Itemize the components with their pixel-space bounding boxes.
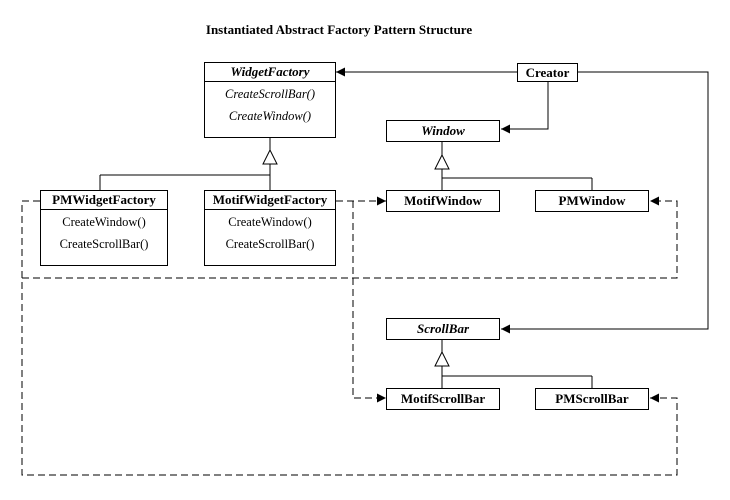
class-motifwidgetfactory[interactable]: MotifWidgetFactory CreateWindow() Create… bbox=[204, 190, 336, 266]
class-widgetfactory[interactable]: WidgetFactory CreateScrollBar() CreateWi… bbox=[204, 62, 336, 138]
diagram-title: Instantiated Abstract Factory Pattern St… bbox=[205, 22, 473, 37]
method-list: CreateWindow() CreateScrollBar() bbox=[41, 209, 167, 255]
class-name: MotifWindow bbox=[404, 193, 482, 208]
widgetfactory-inheritance bbox=[99, 138, 278, 190]
class-name: Creator bbox=[525, 65, 570, 80]
class-name: Window bbox=[421, 123, 465, 138]
class-window[interactable]: Window bbox=[386, 120, 500, 142]
method: CreateWindow() bbox=[228, 215, 312, 229]
scrollbar-inheritance bbox=[434, 340, 593, 388]
method: CreateScrollBar() bbox=[224, 87, 316, 101]
method: CreateScrollBar() bbox=[225, 237, 315, 251]
class-name: PMWidgetFactory bbox=[52, 192, 156, 207]
class-motifscrollbar[interactable]: MotifScrollBar bbox=[386, 388, 500, 410]
pm-creation-paths bbox=[21, 196, 678, 476]
class-name: WidgetFactory bbox=[230, 64, 310, 79]
class-pmwidgetfactory[interactable]: PMWidgetFactory CreateWindow() CreateScr… bbox=[40, 190, 168, 266]
method-list: CreateScrollBar() CreateWindow() bbox=[205, 81, 335, 127]
class-scrollbar[interactable]: ScrollBar bbox=[386, 318, 500, 340]
method: CreateScrollBar() bbox=[59, 237, 149, 251]
class-name: MotifScrollBar bbox=[400, 391, 486, 406]
method: CreateWindow() bbox=[62, 215, 146, 229]
class-name: ScrollBar bbox=[416, 321, 469, 336]
class-name: PMWindow bbox=[558, 193, 626, 208]
class-creator[interactable]: Creator bbox=[517, 63, 578, 82]
window-inheritance bbox=[434, 142, 593, 190]
method-list: CreateWindow() CreateScrollBar() bbox=[205, 209, 335, 255]
class-pmscrollbar[interactable]: PMScrollBar bbox=[535, 388, 649, 410]
motif-creation-paths bbox=[336, 196, 386, 403]
method: CreateWindow() bbox=[228, 109, 312, 123]
creator-associations bbox=[336, 67, 709, 334]
class-pmwindow[interactable]: PMWindow bbox=[535, 190, 649, 212]
class-name: PMScrollBar bbox=[555, 391, 629, 406]
class-name: MotifWidgetFactory bbox=[212, 192, 328, 207]
class-motifwindow[interactable]: MotifWindow bbox=[386, 190, 500, 212]
